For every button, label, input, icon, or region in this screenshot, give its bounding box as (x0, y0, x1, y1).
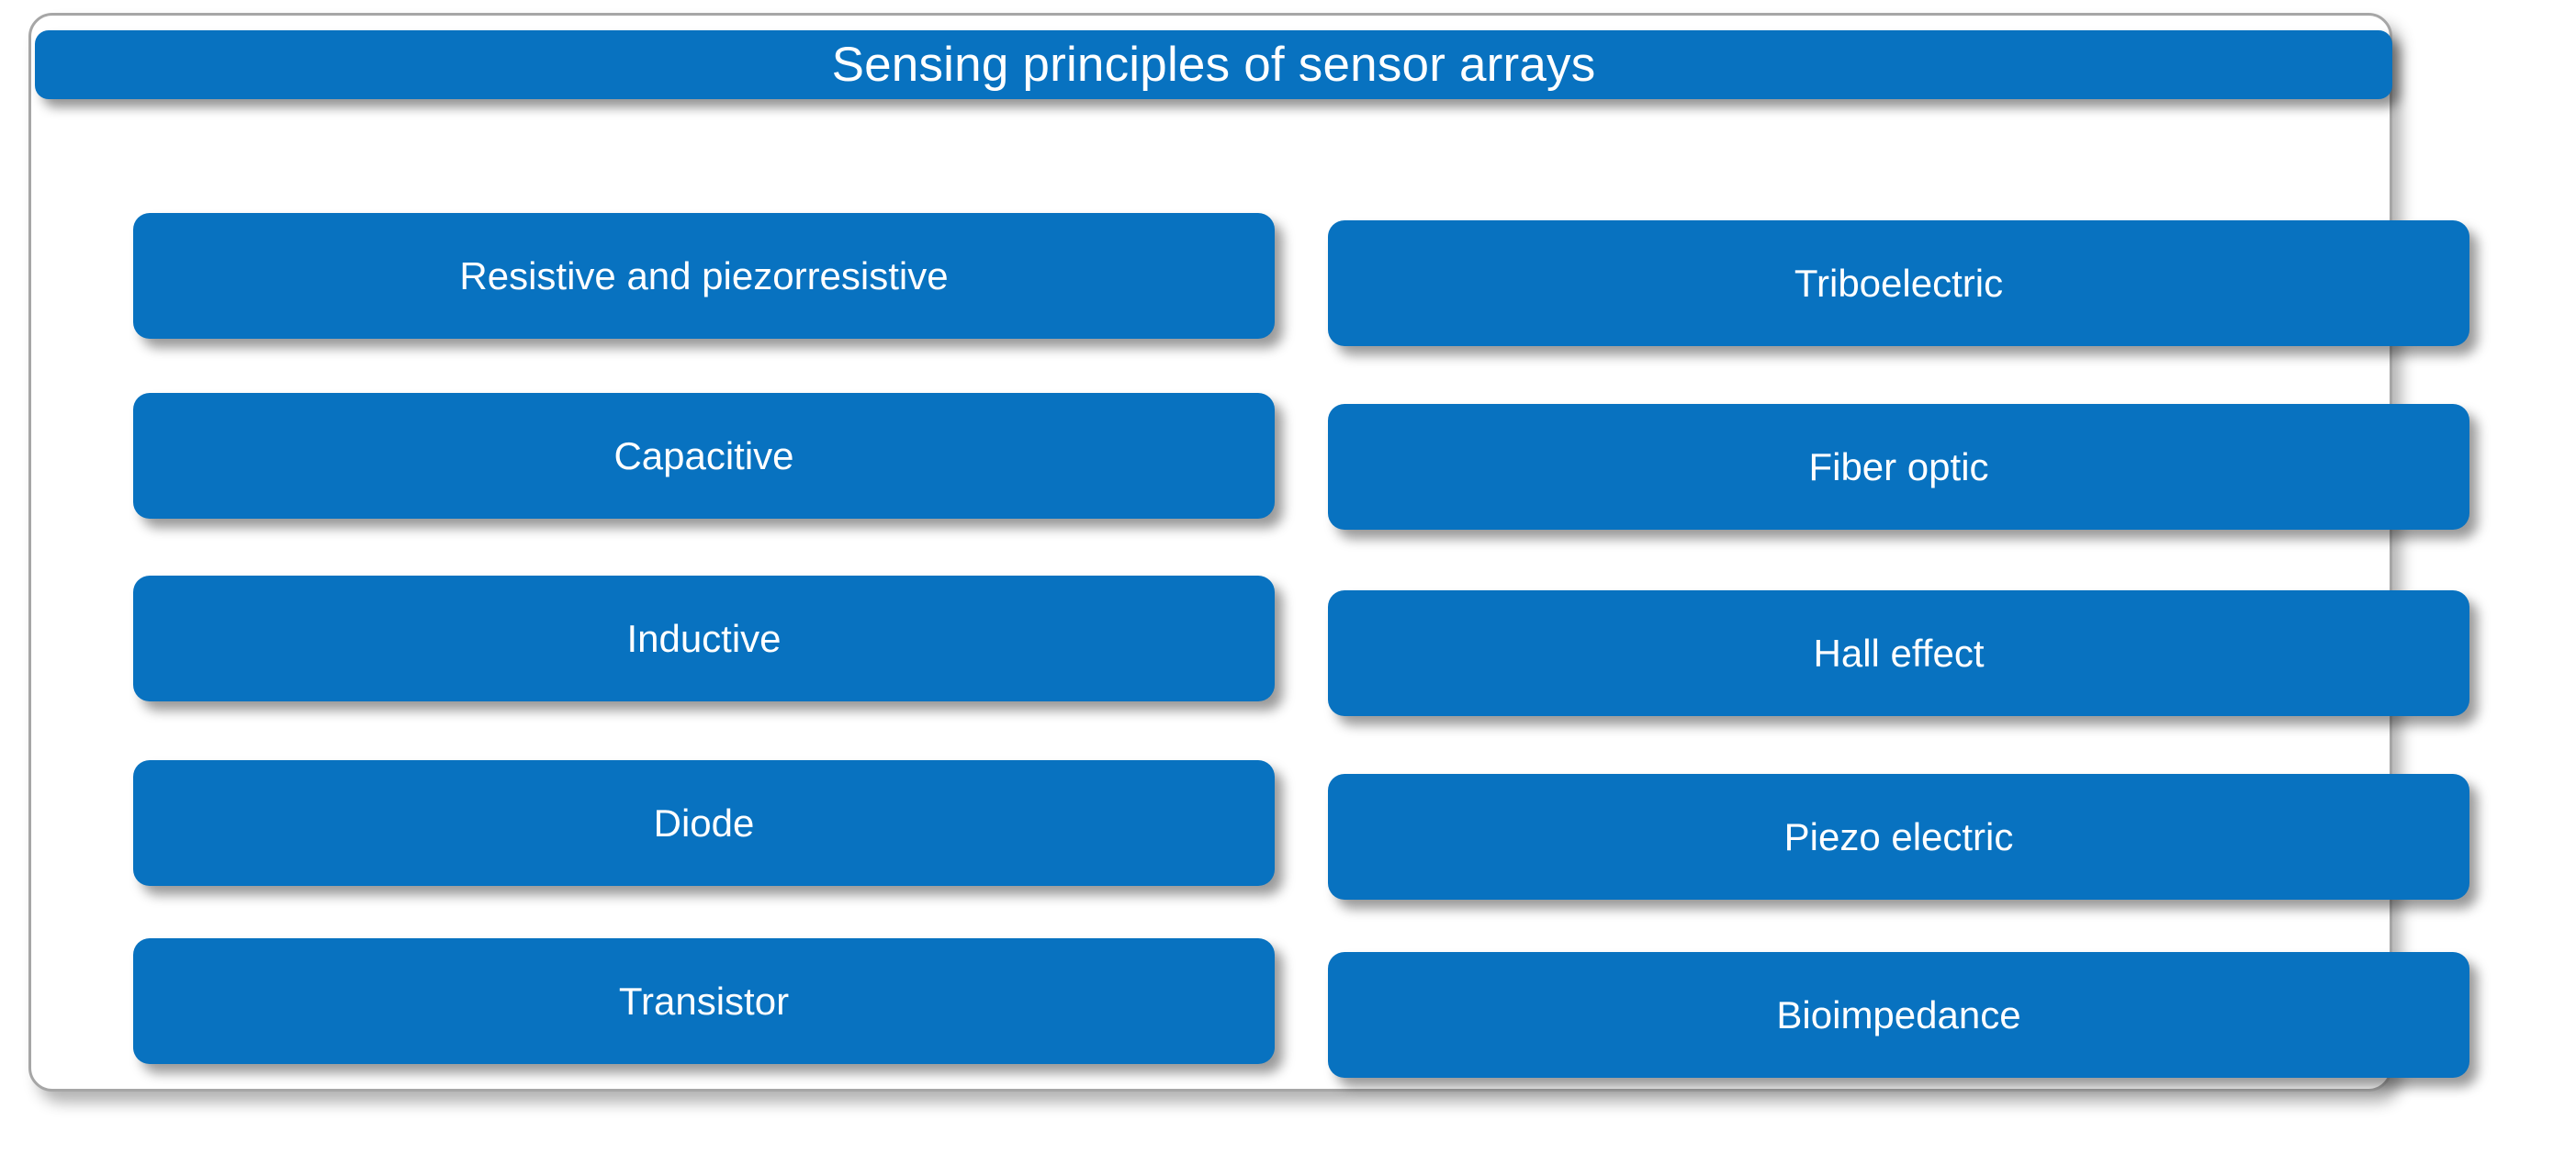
principle-label: Fiber optic (1808, 444, 1989, 488)
principle-box-resistive-and-piezorresistive[interactable]: Resistive and piezorresistive (133, 213, 1275, 339)
principle-box-inductive[interactable]: Inductive (133, 576, 1275, 701)
principle-box-piezo-electric[interactable]: Piezo electric (1328, 774, 2469, 900)
principle-box-hall-effect[interactable]: Hall effect (1328, 590, 2469, 716)
principle-box-diode[interactable]: Diode (133, 760, 1275, 886)
principle-label: Piezo electric (1783, 814, 2014, 858)
principle-box-fiber-optic[interactable]: Fiber optic (1328, 404, 2469, 530)
principle-label: Transistor (618, 979, 790, 1023)
diagram-outer-frame (28, 13, 2392, 1092)
principle-box-triboelectric[interactable]: Triboelectric (1328, 220, 2469, 346)
principle-label: Diode (653, 801, 755, 845)
principle-label: Triboelectric (1794, 261, 2004, 305)
principle-label: Inductive (626, 616, 782, 660)
page-title: Sensing principles of sensor arrays (831, 38, 1596, 92)
principle-box-transistor[interactable]: Transistor (133, 938, 1275, 1064)
principle-box-bioimpedance[interactable]: Bioimpedance (1328, 952, 2469, 1078)
principle-box-capacitive[interactable]: Capacitive (133, 393, 1275, 519)
principle-label: Capacitive (613, 433, 794, 477)
diagram-title-bar: Sensing principles of sensor arrays (35, 30, 2392, 99)
principle-label: Bioimpedance (1776, 992, 2021, 1036)
principle-label: Hall effect (1813, 631, 1985, 675)
principle-label: Resistive and piezorresistive (459, 253, 949, 297)
